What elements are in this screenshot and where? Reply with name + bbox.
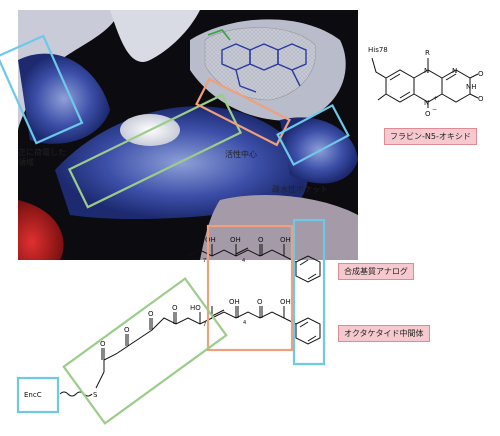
flavin-o-minus: − — [432, 106, 437, 113]
octaketide-o-2: O — [172, 304, 178, 312]
substrate-pos7: 7 — [203, 258, 206, 264]
octaketide-name-tag: オクタケタイド中間体 — [338, 325, 430, 342]
octaketide-oh-2: OH — [280, 298, 291, 306]
flavin-o4-label: O — [478, 95, 484, 103]
pocket-structure-box — [292, 218, 326, 366]
flavin-n5-o-label: O — [425, 110, 431, 118]
flavin-name-tag: フラビン-N5-オキシド — [384, 128, 477, 145]
substrate-name-tag: 合成基質アナログ — [338, 263, 414, 280]
flavin-n5-label: N — [424, 99, 429, 107]
hydrophobic-pocket-box — [276, 103, 350, 167]
flavin-n5-plus: + — [433, 95, 438, 102]
octaketide-o-4: O — [124, 326, 130, 334]
his78-label: His78 — [368, 46, 388, 54]
octaketide-oh-1: OH — [229, 298, 240, 306]
substrate-oh-2: OH — [230, 236, 241, 244]
octaketide-pos4: 4 — [243, 320, 246, 326]
octaketide-o-1: O — [257, 298, 263, 306]
substrate-structure — [187, 244, 321, 283]
octaketide-pos7: 7 — [203, 322, 206, 328]
octaketide-ho: HO — [190, 304, 201, 312]
flavin-nh-label: NH — [466, 83, 477, 91]
active-site-structure-box — [206, 224, 294, 352]
channel-structure-box — [62, 277, 228, 425]
enzyme-label: EncC — [24, 391, 42, 399]
substrate-o: O — [258, 236, 264, 244]
substrate-pos4: 4 — [242, 258, 245, 264]
flavin-r-label: R — [425, 49, 430, 57]
channel-box — [67, 93, 243, 209]
positive-region-box — [0, 34, 84, 145]
positive-region-label: 正に荷電した 領域 — [18, 148, 66, 167]
protein-surface — [18, 10, 358, 260]
substrate-oh-3: OH — [280, 236, 291, 244]
substrate-oh-1: OH — [205, 236, 216, 244]
flavin-structure — [371, 57, 479, 108]
octaketide-structure — [59, 306, 321, 397]
octaketide-s: S — [93, 391, 98, 399]
flavin-n1-label: N — [452, 67, 457, 75]
flavin-o2-label: O — [478, 70, 484, 78]
flavin-n10-label: N — [424, 67, 429, 75]
hydrophobic-pocket-label: 疎水性ポケット — [272, 185, 328, 194]
octaketide-o-3: O — [148, 310, 154, 318]
active-site-label: 活性中心 — [225, 150, 257, 159]
octaketide-o-5: O — [100, 340, 106, 348]
enzyme-box — [16, 376, 60, 414]
